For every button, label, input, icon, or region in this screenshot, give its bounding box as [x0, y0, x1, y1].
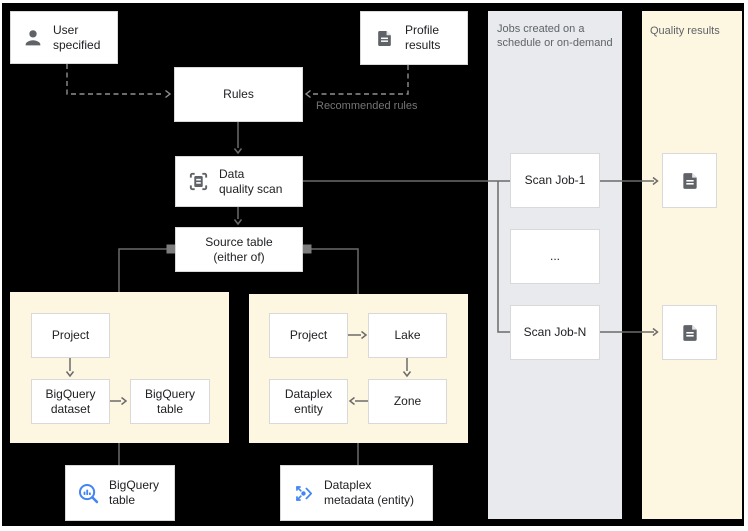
bigquery-project-node: Project: [31, 313, 110, 358]
dataplex-metadata-node: Dataplex metadata (entity): [280, 465, 433, 521]
bigquery-table-bottom-node: BigQuery table: [65, 465, 175, 521]
jobs-column-header-line1: Jobs created on a: [497, 23, 585, 35]
profile-results-node: Profile results: [360, 11, 468, 65]
quality-results-header: Quality results: [650, 25, 720, 37]
user-specified-node: User specified: [10, 11, 118, 64]
lake-label: Lake: [394, 328, 421, 342]
user-specified-label-line2: specified: [53, 37, 101, 52]
scan-job-1-node: Scan Job-1: [510, 153, 600, 208]
lake-node: Lake: [368, 313, 447, 358]
profile-results-label-line2: results: [405, 38, 441, 52]
source-table-label-line1: Source table: [205, 234, 273, 249]
quality-results-column: [642, 11, 742, 519]
dataplex-project-node: Project: [269, 313, 348, 358]
recommended-rules-label: Recommended rules: [316, 100, 418, 112]
bigquery-table-inner-node: BigQuery table: [130, 379, 210, 424]
bigquery-dataset-label-line1: BigQuery: [45, 386, 96, 401]
document-icon: [680, 171, 700, 191]
dataplex-icon: [292, 482, 315, 505]
data-quality-scan-node: Data quality scan: [175, 156, 303, 207]
quality-result-n-node: [662, 305, 717, 360]
profile-results-label-line1: Profile: [405, 23, 440, 37]
jobs-column-header-line2: schedule or on-demand: [497, 37, 613, 49]
data-quality-scan-label-line2: quality scan: [219, 181, 283, 196]
dataplex-metadata-label-line2: metadata (entity): [324, 493, 415, 507]
bigquery-project-label: Project: [51, 328, 90, 342]
document-icon: [680, 323, 700, 343]
data-quality-scan-icon: [187, 170, 210, 193]
bigquery-table-bottom-label-line2: table: [109, 493, 136, 507]
zone-node: Zone: [368, 379, 447, 424]
dataplex-entity-label-line1: Dataplex: [284, 386, 333, 401]
scan-job-n-label: Scan Job-N: [523, 325, 587, 339]
rules-label: Rules: [223, 87, 254, 101]
document-icon: [375, 29, 394, 48]
source-table-label-line2: (either of): [213, 249, 265, 264]
dataplex-metadata-label-line1: Dataplex: [324, 478, 372, 492]
source-table-node: Source table (either of): [175, 227, 303, 272]
user-specified-label-line1: User: [53, 22, 79, 37]
zone-label: Zone: [393, 394, 422, 408]
scan-job-ellipsis-node: ...: [510, 229, 600, 284]
rules-node: Rules: [174, 67, 303, 122]
bigquery-dataset-label-line2: dataset: [50, 401, 91, 416]
scan-job-ellipsis-label: ...: [549, 249, 560, 263]
scan-job-n-node: Scan Job-N: [510, 305, 600, 360]
dataplex-entity-node: Dataplex entity: [269, 379, 348, 424]
scan-job-1-label: Scan Job-1: [524, 173, 586, 187]
bigquery-table-inner-label-line2: table: [156, 401, 184, 416]
quality-result-1-node: [662, 153, 717, 208]
jobs-column-header: Jobs created on a schedule or on-demand: [497, 22, 613, 50]
dataplex-project-label: Project: [289, 328, 328, 342]
bigquery-dataset-node: BigQuery dataset: [31, 379, 110, 424]
bigquery-icon: [77, 482, 100, 505]
dataplex-entity-label-line2: entity: [294, 401, 323, 416]
bigquery-table-bottom-label-line1: BigQuery: [109, 478, 160, 492]
person-icon: [22, 27, 44, 49]
bigquery-table-inner-label-line1: BigQuery: [144, 386, 196, 401]
data-quality-scan-label-line1: Data: [219, 166, 245, 181]
